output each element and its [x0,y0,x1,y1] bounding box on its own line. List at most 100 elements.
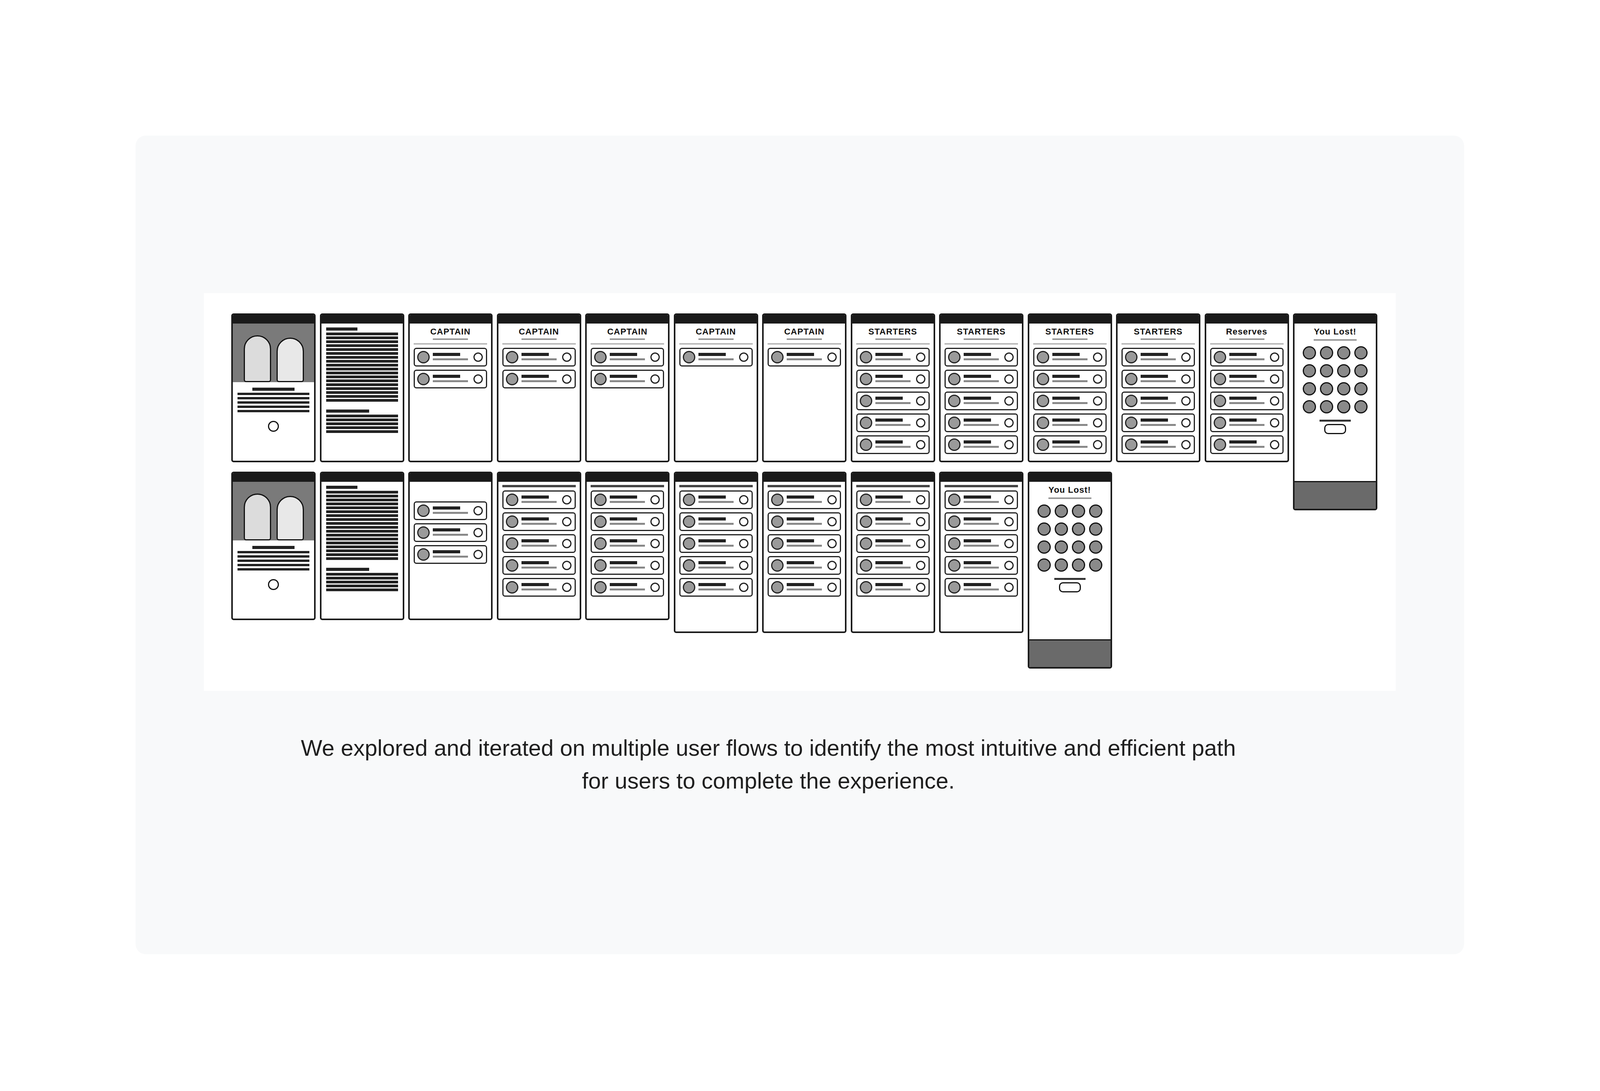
player-token [1054,504,1068,518]
phone-frame [939,471,1024,633]
player-token [1302,382,1317,396]
player-token [1037,522,1051,536]
text-line [326,502,399,506]
status-bar [852,473,934,482]
player-row [856,490,930,509]
text-line [1140,423,1176,426]
subtitle-line [698,338,734,340]
text-line [1229,352,1257,356]
player-row [944,369,1018,389]
player-row [502,577,576,597]
text-line [326,567,370,571]
select-circle [473,352,483,362]
select-circle [562,374,572,384]
status-bar [321,473,403,482]
status-bar [498,314,580,324]
player-avatar [771,493,784,506]
select-circle [562,516,572,527]
player-avatar [505,515,519,528]
text-line [875,380,911,383]
text-line [326,510,399,513]
player-row [679,577,753,597]
text-line [326,494,399,498]
text-line [875,539,903,543]
screen-heading: CAPTAIN [498,326,580,337]
start-button [267,578,279,590]
select-circle [1092,439,1103,450]
screen-heading: CAPTAIN [409,326,492,337]
select-circle [739,582,749,592]
player-avatar [1213,394,1227,408]
select-circle [916,396,926,406]
player-avatar [1125,372,1138,386]
player-row [944,435,1018,454]
text-line [963,588,999,591]
text-line [875,445,911,448]
subtitle-line [609,338,645,340]
text-line [326,514,399,517]
player-row [413,523,488,542]
player-row [502,347,576,367]
player-row [767,533,842,553]
select-circle [827,560,837,570]
player-avatar [859,350,873,364]
player-avatar [682,493,696,506]
text-line [875,440,903,444]
select-circle [473,505,483,516]
player-avatar [859,580,873,594]
text-line [963,440,992,444]
player-row [590,490,665,509]
text-line [326,584,399,588]
text-line [237,550,310,554]
player-avatar [1125,350,1138,364]
select-circle [827,516,837,527]
player-row [590,555,665,575]
text-line [1052,423,1088,426]
player-token [1354,364,1368,378]
text-line [609,495,638,499]
player-row [679,512,753,531]
player-token [1089,540,1103,554]
text-line [1229,358,1265,361]
player-row [1033,369,1107,389]
phone-frame [585,471,670,620]
text-line [252,545,295,549]
player-row [502,555,576,575]
player-figure [243,493,272,541]
text-line [326,351,399,355]
text-line [875,358,911,361]
tab-bar [856,484,930,488]
text-line [1052,358,1088,361]
subtitle-line [963,338,999,340]
text-line [963,522,999,525]
player-avatar [771,537,784,550]
player-row [856,369,930,389]
select-circle [916,352,926,362]
text-line [326,379,399,383]
player-avatar [859,515,873,528]
text-line [609,500,645,503]
player-avatar [594,493,607,506]
text-line [326,506,399,509]
result-grid [1294,346,1376,414]
select-circle [562,494,572,505]
subtitle-line [1048,497,1092,499]
select-circle [650,538,660,549]
text-line [698,495,726,499]
phone-frame [408,471,493,620]
player-row [856,347,930,367]
text-line [326,418,399,422]
text-line [432,506,461,510]
text-line [1229,380,1265,383]
tab-bar [679,484,753,488]
select-circle [1092,352,1103,362]
phone-frame [496,471,582,620]
phone-frame [319,313,405,463]
tab-bar [413,342,488,345]
text-line [1140,380,1176,383]
text-line [326,344,399,347]
text-line [1229,440,1257,444]
caption: We explored and iterated on multiple use… [299,731,1238,797]
player-row [1210,347,1284,367]
select-circle [916,582,926,592]
